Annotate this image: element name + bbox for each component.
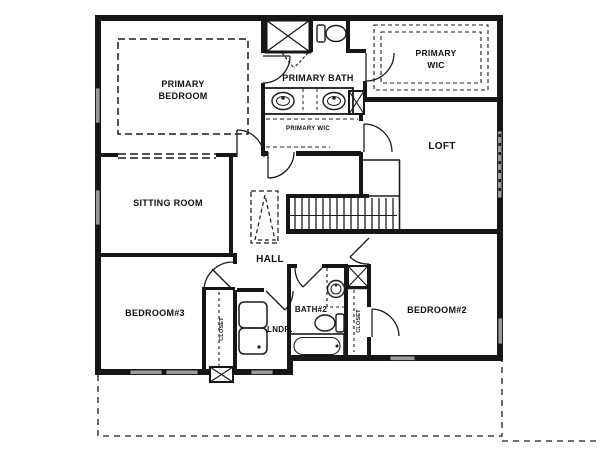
wall [363,81,367,97]
chase-bottom [209,366,234,383]
bedroom3-door [203,261,234,291]
bedroom2-label: BEDROOM#2 [407,305,467,315]
wall [261,151,268,156]
wall [322,264,348,268]
wic-shelving [373,24,489,91]
shower [264,18,312,54]
laundry-door [265,290,294,311]
wall [237,288,264,292]
hall-label: HALL [256,254,284,265]
wall [287,264,297,268]
wall [367,337,371,357]
primary-bath-label: PRIMARY BATH [282,73,353,83]
wall [286,194,290,234]
toilet-primary [316,24,347,43]
tray-ceiling-outline [117,38,249,135]
wall [216,153,237,157]
wall [95,15,503,21]
laundry-label: LNDR. [267,325,293,334]
sink-left [271,91,295,111]
window [95,189,101,226]
hall-wic-door [267,151,295,179]
room-labels: PRIMARY BEDROOM PRIMARY BATH PRIMARY WIC… [125,48,467,341]
wall [344,264,348,358]
primary-bedroom-door [236,129,265,158]
wall [346,49,366,53]
wall [229,153,233,255]
window [389,355,416,361]
wall [359,97,499,102]
sink-bath2 [326,279,346,299]
windows [95,87,503,375]
dashed-features [97,24,597,442]
toilet-bath2 [314,313,345,333]
sitting-room-label: SITTING ROOM [133,198,203,208]
attic-ladder [254,194,276,241]
linen-bedroom2 [347,265,369,288]
wall [286,194,369,198]
wall [286,229,503,234]
window [95,87,101,124]
bath2-label: BATH#2 [295,305,328,314]
bedroom2-closet-door [371,308,400,337]
primary-wic-door [365,52,395,82]
bedroom3-label: BEDROOM#3 [125,308,185,318]
interior-walls [98,20,503,370]
closet-laundry-label: CLOSET [219,317,225,341]
wall [233,253,237,264]
vanity-primary [263,87,354,115]
loft-door [363,123,393,153]
wall [98,253,233,257]
primary-wic-label-1: PRIMARY [416,48,457,58]
shower-door-swing [281,52,309,69]
window [497,130,503,199]
doors [203,52,400,337]
bath2-door [294,267,323,288]
window [129,369,163,375]
window [165,369,199,375]
primary-wic-hall-label: PRIMARY WIC [286,126,330,132]
roof-outline-below [97,361,597,442]
wall [202,287,235,290]
closet-bedroom2-label: CLOSET [356,309,362,333]
bath2-vanity-outline [326,268,344,308]
bathtub [289,333,345,359]
sink-right [322,91,346,111]
primary-bedroom-label-2: BEDROOM [158,91,207,101]
wall [359,152,363,198]
attic-access-outline [250,190,279,244]
wall [346,20,350,52]
wall [98,153,118,157]
primary-bath-door [262,55,291,84]
washer-dryer [238,301,268,355]
bedroom2-door [349,237,370,265]
wall [261,20,265,53]
primary-bedroom-label-1: PRIMARY [161,79,204,89]
wall [202,288,206,370]
primary-wic-label-2: WIC [427,60,444,70]
wall [233,290,237,370]
loft-label: LOFT [428,141,455,152]
wall [261,83,265,155]
wic-shelving [380,31,482,84]
staircase [290,198,397,229]
window [250,369,274,375]
window [497,317,503,345]
wall [287,264,291,370]
stair-railing [363,159,401,229]
linen-primary [348,90,365,115]
wall [296,151,361,156]
